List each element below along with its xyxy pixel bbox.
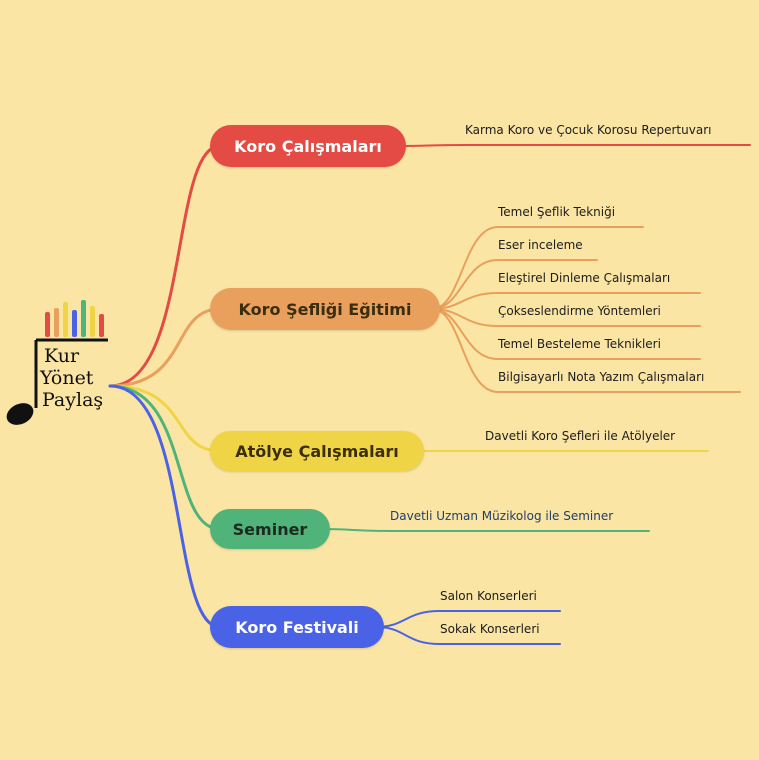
leaf-connector [431, 292, 701, 310]
logo-line-2: Yönet [40, 367, 94, 389]
leaf-topic[interactable]: Temel Şeflik Tekniği [498, 205, 616, 219]
leaf-connector [375, 626, 561, 645]
branch-node[interactable]: Koro Şefliği Eğitimi [210, 288, 440, 330]
leaf-topic[interactable]: Davetli Uzman Müzikolog ile Seminer [390, 509, 614, 523]
leaf-topic[interactable]: Temel Besteleme Teknikleri [498, 337, 661, 351]
branch-connector [108, 384, 222, 629]
leaf-connector [321, 528, 650, 532]
leaf-connector [431, 226, 644, 310]
branch-connector [108, 144, 222, 388]
leaf-topic[interactable]: Karma Koro ve Çocuk Korosu Repertuvarı [465, 123, 712, 137]
leaf-topic[interactable]: Çokseslendirme Yöntemleri [498, 304, 661, 318]
leaf-topic[interactable]: Salon Konserleri [440, 589, 537, 603]
leaf-connector [431, 308, 701, 327]
branch-node[interactable]: Seminer [210, 509, 330, 549]
leaf-topic[interactable]: Eser inceleme [498, 238, 583, 252]
logo-line-3: Paylaş [42, 389, 104, 411]
leaf-connector [431, 259, 598, 310]
leaf-connector [375, 610, 561, 628]
branch-node[interactable]: Koro Çalışmaları [210, 125, 406, 167]
leaf-connector [431, 308, 741, 393]
leaf-topic[interactable]: Bilgisayarlı Nota Yazım Çalışmaları [498, 370, 705, 384]
branch-node[interactable]: Koro Festivali [210, 606, 384, 648]
leaf-topic[interactable]: Sokak Konserleri [440, 622, 540, 636]
music-note-logo-icon [6, 300, 108, 425]
branch-connector [108, 384, 222, 453]
leaf-topic[interactable]: Eleştirel Dinleme Çalışmaları [498, 271, 671, 285]
branch-connector [108, 307, 222, 388]
branch-connector [108, 384, 222, 531]
logo-line-1: Kur [44, 345, 80, 367]
leaf-connector [397, 144, 751, 147]
branch-node[interactable]: Atölye Çalışmaları [210, 431, 424, 471]
leaf-topic[interactable]: Davetli Koro Şefleri ile Atölyeler [485, 429, 676, 443]
